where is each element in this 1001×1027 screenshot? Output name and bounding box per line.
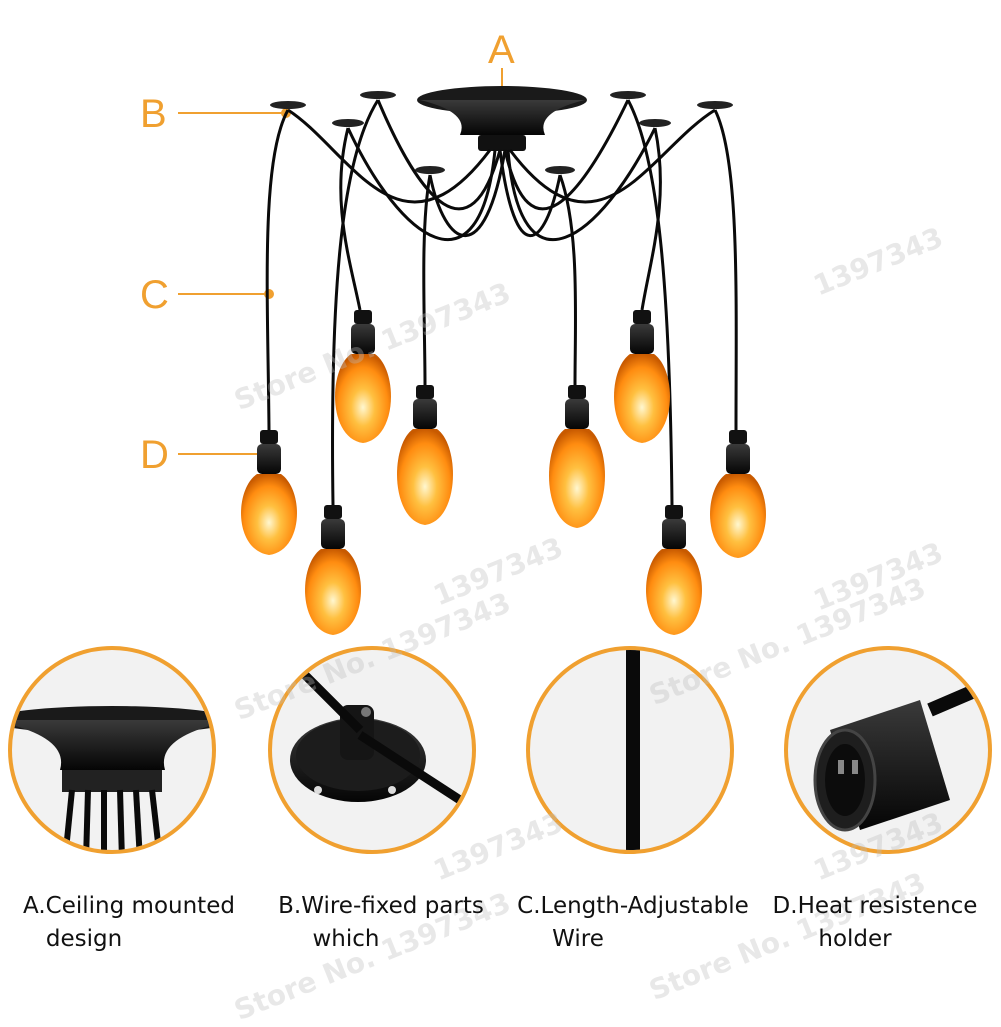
wires xyxy=(265,99,738,506)
detail-wire xyxy=(526,646,734,854)
caption-line: design xyxy=(45,926,123,952)
product-illustration xyxy=(8,68,992,854)
callout-letter-a: A xyxy=(488,28,515,72)
callout-letter-c: C xyxy=(140,273,169,317)
detail-ceiling-canopy xyxy=(8,646,216,854)
caption-line: Wire xyxy=(552,926,604,952)
detail-lamp-holder xyxy=(784,646,992,854)
bulb xyxy=(335,310,391,443)
bulb xyxy=(549,385,605,528)
ceiling-canopy xyxy=(417,86,587,151)
lamp-holder-icon xyxy=(813,673,988,832)
bulb xyxy=(710,430,766,558)
caption-line: holder xyxy=(818,926,892,952)
caption-ceiling-mounted: A.Ceiling mounted design xyxy=(4,890,254,956)
bulb xyxy=(614,310,670,443)
caption-length-adjustable: C.Length-Adjustable Wire xyxy=(508,890,758,956)
detail-wire-holder xyxy=(268,646,476,854)
bulb xyxy=(646,505,702,635)
caption-line: B.Wire-fixed parts xyxy=(278,893,484,919)
wire-holder-icon xyxy=(290,666,463,804)
caption-line: D.Heat resistence xyxy=(772,893,978,919)
caption-line: A.Ceiling mounted xyxy=(23,893,235,919)
wire-icon xyxy=(626,650,640,850)
bulb xyxy=(241,430,297,555)
caption-heat-resistence-holder: D.Heat resistence holder xyxy=(750,890,1000,956)
caption-wire-fixed-parts: B.Wire-fixed parts which xyxy=(256,890,506,956)
wire-anchors xyxy=(270,91,733,174)
callout-letter-b: B xyxy=(140,92,167,136)
caption-line: which xyxy=(312,926,380,952)
bulbs xyxy=(241,310,766,635)
caption-line: C.Length-Adjustable xyxy=(517,893,749,919)
callout-letter-d: D xyxy=(140,433,169,477)
bulb xyxy=(397,385,453,525)
bulb xyxy=(305,505,361,635)
